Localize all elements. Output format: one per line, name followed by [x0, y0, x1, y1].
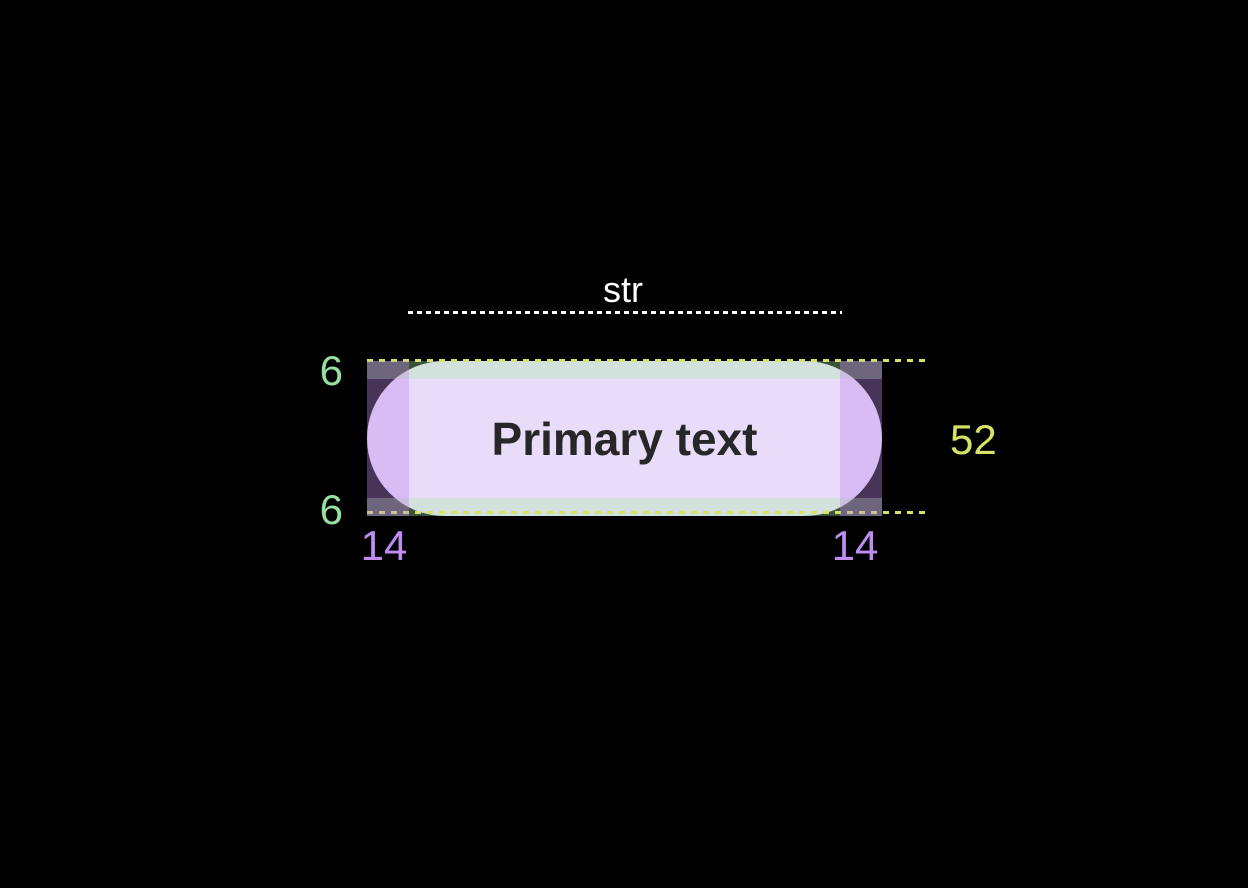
- height-label: 52: [950, 416, 997, 463]
- content-width-dashed-line: [408, 311, 842, 314]
- bottom-edge-dashed-line: [367, 511, 930, 514]
- padding-bottom-label: 6: [319, 486, 343, 533]
- padding-right-overlay: [840, 361, 882, 516]
- padding-left-overlay: [367, 361, 409, 516]
- padding-top-label: 6: [319, 347, 343, 394]
- padding-right-label: 14: [831, 522, 879, 569]
- top-edge-dashed-line: [367, 359, 930, 362]
- primary-button[interactable]: [367, 361, 882, 516]
- button-label: Primary text: [491, 412, 758, 465]
- padding-left-label: 14: [360, 522, 408, 569]
- content-width-label: str: [603, 269, 643, 310]
- padding-top-overlay: [367, 361, 882, 379]
